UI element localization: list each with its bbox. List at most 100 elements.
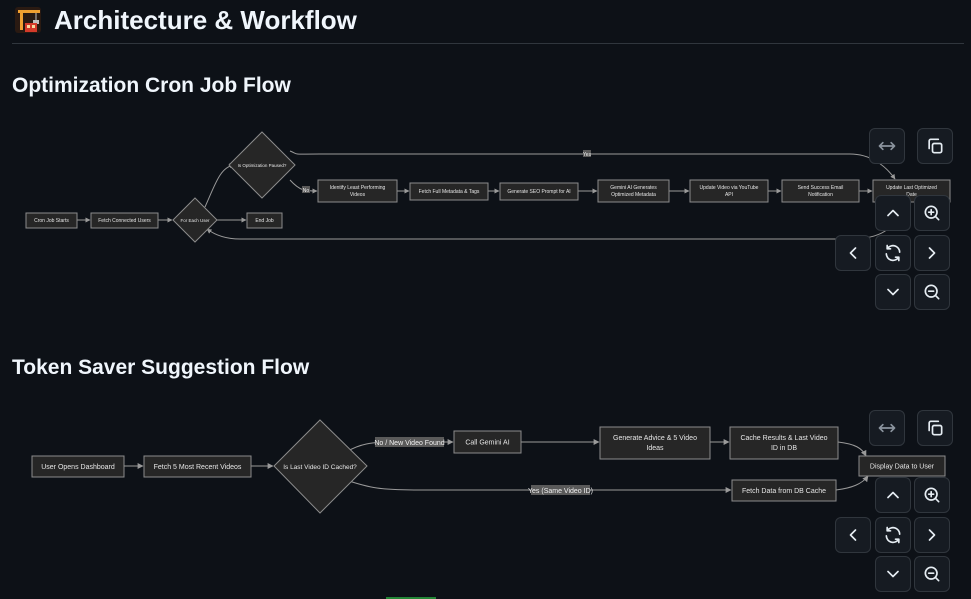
pan-down-icon — [887, 570, 899, 578]
reset-view-button[interactable] — [875, 235, 911, 271]
svg-text:Optimized Metadata: Optimized Metadata — [611, 192, 656, 198]
node-for-each-user[interactable]: For Each User — [172, 197, 218, 243]
node-is-last-video-cached[interactable]: Is Last Video ID Cached? — [273, 419, 368, 514]
reset-view-icon — [885, 244, 901, 262]
node-fetch-connected-users[interactable]: Fetch Connected Users — [90, 212, 159, 229]
svg-text:Generate Advice & 5 Video: Generate Advice & 5 Video — [613, 435, 697, 442]
expand-horizontal-button[interactable] — [869, 128, 905, 164]
node-user-opens-dashboard[interactable]: User Opens Dashboard — [31, 455, 125, 478]
pan-down-icon — [887, 288, 899, 296]
svg-text:Identify Least Performing: Identify Least Performing — [330, 185, 386, 191]
edge-foreach-paused — [204, 163, 235, 208]
pan-up-button[interactable] — [875, 477, 911, 513]
page-header: Architecture & Workflow — [12, 3, 357, 37]
svg-text:API: API — [725, 192, 733, 198]
node-cron-job-starts[interactable]: Cron Job Starts — [25, 212, 78, 229]
zoom-in-icon — [924, 205, 940, 221]
svg-text:Is Optimization Paused?: Is Optimization Paused? — [238, 163, 287, 168]
svg-text:Fetch Data from DB Cache: Fetch Data from DB Cache — [742, 488, 826, 495]
pan-right-button[interactable] — [914, 517, 950, 553]
zoom-out-icon — [924, 284, 940, 300]
pan-left-icon — [849, 247, 857, 259]
edge-fetchdb-display — [835, 475, 869, 491]
edge-paused-update-date — [289, 150, 896, 180]
edge-label-no: No — [303, 188, 310, 194]
copy-button[interactable] — [917, 128, 953, 164]
zoom-in-button[interactable] — [914, 477, 950, 513]
edge-label-bg — [302, 186, 310, 193]
svg-text:User Opens Dashboard: User Opens Dashboard — [41, 464, 115, 471]
copy-icon — [928, 420, 943, 436]
pan-right-icon — [928, 247, 936, 259]
edge-label-bg — [531, 485, 590, 495]
edge-cache-display — [837, 441, 867, 457]
expand-horizontal-icon — [878, 423, 896, 433]
pan-up-icon — [887, 209, 899, 217]
svg-text:ID in DB: ID in DB — [771, 445, 797, 452]
svg-text:Videos: Videos — [350, 192, 366, 198]
edge-update-date-foreach — [206, 202, 906, 240]
node-generate-advice[interactable]: Generate Advice & 5 Video Ideas — [599, 426, 711, 460]
page-title: Architecture & Workflow — [54, 4, 357, 35]
scroll-indicator — [386, 597, 436, 599]
cron-flow-title: Optimization Cron Job Flow — [12, 74, 291, 97]
svg-text:Fetch Connected Users: Fetch Connected Users — [98, 218, 151, 224]
svg-text:Display Data to User: Display Data to User — [870, 464, 935, 471]
svg-text:For Each User: For Each User — [180, 218, 210, 223]
svg-text:Cron Job Starts: Cron Job Starts — [34, 218, 69, 224]
node-call-gemini-ai[interactable]: Call Gemini AI — [453, 430, 522, 454]
edge-label-yes: Yes — [583, 152, 592, 158]
svg-text:Date: Date — [906, 192, 917, 198]
node-fetch-data-db-cache[interactable]: Fetch Data from DB Cache — [731, 479, 837, 502]
svg-text:Send Success Email: Send Success Email — [798, 185, 844, 191]
svg-text:Fetch Full Metadata & Tags: Fetch Full Metadata & Tags — [419, 189, 480, 195]
zoom-in-icon — [924, 487, 940, 503]
pan-down-button[interactable] — [875, 274, 911, 310]
node-identify-least-performing[interactable]: Identify Least Performing Videos — [317, 179, 398, 203]
svg-text:Generate SEO Prompt for AI: Generate SEO Prompt for AI — [507, 189, 570, 195]
svg-text:Call Gemini AI: Call Gemini AI — [465, 440, 509, 447]
svg-text:Update Last Optimized: Update Last Optimized — [886, 185, 937, 191]
pan-up-icon — [887, 491, 899, 499]
zoom-out-icon — [924, 566, 940, 582]
node-generate-seo-prompt[interactable]: Generate SEO Prompt for AI — [499, 182, 579, 201]
expand-horizontal-button[interactable] — [869, 410, 905, 446]
construction-crane-icon — [15, 7, 41, 33]
svg-text:End Job: End Job — [255, 218, 274, 224]
pan-down-button[interactable] — [875, 556, 911, 592]
zoom-in-button[interactable] — [914, 195, 950, 231]
node-fetch-full-metadata[interactable]: Fetch Full Metadata & Tags — [409, 182, 489, 201]
node-send-success-email[interactable]: Send Success Email Notification — [781, 179, 860, 203]
edge-label-yes-same-video: Yes (Same Video ID) — [528, 488, 593, 495]
svg-text:Notification: Notification — [808, 192, 833, 198]
pan-left-icon — [849, 529, 857, 541]
svg-text:Fetch 5 Most Recent Videos: Fetch 5 Most Recent Videos — [154, 464, 242, 471]
svg-text:Cache Results & Last Video: Cache Results & Last Video — [740, 435, 827, 442]
copy-icon — [928, 138, 943, 154]
edge-label-bg — [583, 150, 591, 157]
edge-cached-yes-fetchdb — [345, 479, 732, 493]
node-is-optimization-paused[interactable]: Is Optimization Paused? — [228, 131, 296, 199]
copy-button[interactable] — [917, 410, 953, 446]
edge-label-no-new-video: No / New Video Found — [374, 440, 444, 447]
node-display-data-to-user[interactable]: Display Data to User — [858, 455, 946, 477]
zoom-out-button[interactable] — [914, 556, 950, 592]
svg-text:Ideas: Ideas — [646, 445, 664, 452]
pan-left-button[interactable] — [835, 235, 871, 271]
title-divider — [12, 43, 964, 44]
pan-left-button[interactable] — [835, 517, 871, 553]
svg-text:Gemini AI Generates: Gemini AI Generates — [610, 185, 657, 191]
pan-right-button[interactable] — [914, 235, 950, 271]
pan-right-icon — [928, 529, 936, 541]
node-gemini-ai-generates[interactable]: Gemini AI Generates Optimized Metadata — [597, 179, 670, 203]
cron-flow-diagram[interactable]: Yes No Cron Job Starts Fetch Connected U… — [0, 125, 971, 245]
node-end-job[interactable]: End Job — [246, 212, 283, 229]
node-fetch-5-recent-videos[interactable]: Fetch 5 Most Recent Videos — [143, 455, 252, 478]
reset-view-button[interactable] — [875, 517, 911, 553]
node-update-video-youtube-api[interactable]: Update Video via YouTube API — [689, 179, 769, 203]
reset-view-icon — [885, 526, 901, 544]
zoom-out-button[interactable] — [914, 274, 950, 310]
token-flow-diagram[interactable]: No / New Video Found Yes (Same Video ID)… — [0, 418, 971, 518]
node-cache-results[interactable]: Cache Results & Last Video ID in DB — [729, 426, 839, 460]
pan-up-button[interactable] — [875, 195, 911, 231]
